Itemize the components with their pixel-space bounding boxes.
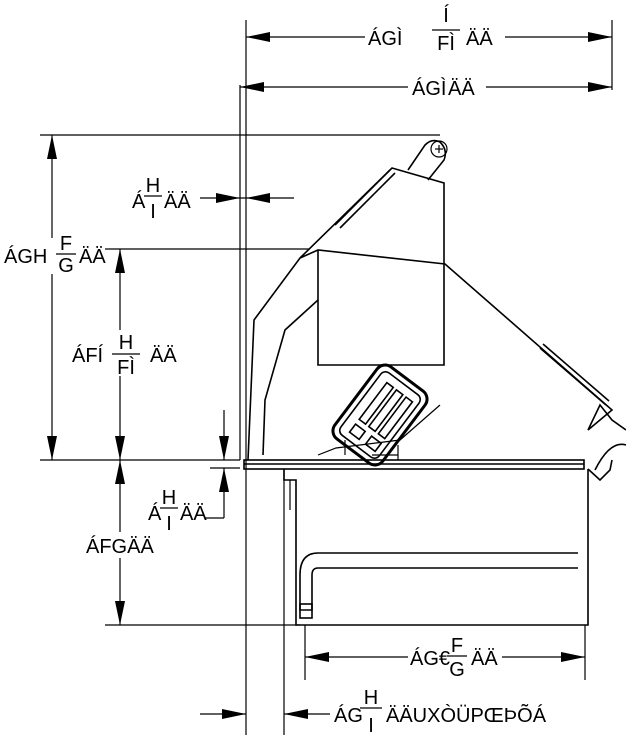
dim-top-inner: ÁGÌ ÄÄ bbox=[408, 74, 486, 100]
dim-total-height-prefix: ÁGH bbox=[4, 245, 47, 268]
dim-gap-den: I bbox=[166, 513, 172, 535]
dim-upper-height-prefix: ÁFÍ bbox=[72, 344, 104, 367]
dim-base-width-den: G bbox=[449, 659, 465, 681]
dim-upper-height-suffix: ÄÄ bbox=[150, 345, 177, 367]
dim-upper-height-den: FÌ bbox=[117, 356, 135, 379]
dim-lower-height: ÁFGÄÄ bbox=[82, 532, 158, 558]
dim-top-outer-prefix: ÁGÌ bbox=[368, 27, 402, 50]
dim-top-inner-suffix: ÄÄ bbox=[448, 78, 475, 100]
dim-total-height-den: G bbox=[58, 255, 74, 277]
dim-bottom-width-suffix: ÄÄUXÒÜPŒÞÕÁ bbox=[386, 703, 547, 727]
dim-upper-height-num: H bbox=[119, 332, 133, 354]
dim-bottom-width-den: I bbox=[368, 715, 374, 735]
dim-top-outer-suffix: ÄÄ bbox=[466, 28, 493, 50]
dim-total-height-suffix: ÄÄ bbox=[79, 246, 106, 268]
dim-small-offset-suffix: ÄÄ bbox=[164, 191, 191, 213]
dim-lower-height-text: ÁFGÄÄ bbox=[86, 535, 154, 558]
dim-total-height: ÁGH F G ÄÄ bbox=[2, 233, 106, 277]
dim-upper-height: ÁFÍ H FÌ ÄÄ bbox=[70, 330, 180, 379]
dim-top-outer-num: Í bbox=[443, 4, 449, 27]
dim-base-width: ÁG€ F G ÄÄ bbox=[408, 635, 502, 681]
dim-gap-prefix: Á bbox=[148, 502, 162, 525]
machine-outline bbox=[243, 139, 626, 626]
dim-base-width-prefix: ÁG€ bbox=[410, 647, 450, 670]
dim-base-width-num: F bbox=[451, 635, 463, 657]
dim-top-outer-den: FÌ bbox=[437, 32, 455, 55]
dim-total-height-num: F bbox=[60, 233, 72, 255]
dim-base-width-suffix: ÄÄ bbox=[471, 648, 498, 670]
dim-small-offset-den: I bbox=[150, 201, 156, 223]
dim-bottom-width-prefix: ÁG bbox=[334, 704, 363, 727]
dim-top-outer: ÁGÌ Í FÌ ÄÄ bbox=[365, 4, 505, 55]
dim-small-offset: Á H I ÄÄ bbox=[132, 175, 191, 223]
dim-gap: Á H I ÄÄ bbox=[148, 487, 207, 535]
dim-gap-suffix: ÄÄ bbox=[180, 503, 207, 525]
dim-small-offset-num: H bbox=[146, 175, 160, 197]
control-panel bbox=[331, 363, 429, 467]
dim-gap-num: H bbox=[162, 487, 176, 509]
dim-bottom-width: ÁG H I ÄÄUXÒÜPŒÞÕÁ bbox=[334, 687, 547, 735]
dim-small-offset-prefix: Á bbox=[132, 190, 146, 213]
dim-bottom-width-num: H bbox=[364, 687, 378, 709]
dim-top-inner-prefix: ÁGÌ bbox=[412, 77, 446, 100]
